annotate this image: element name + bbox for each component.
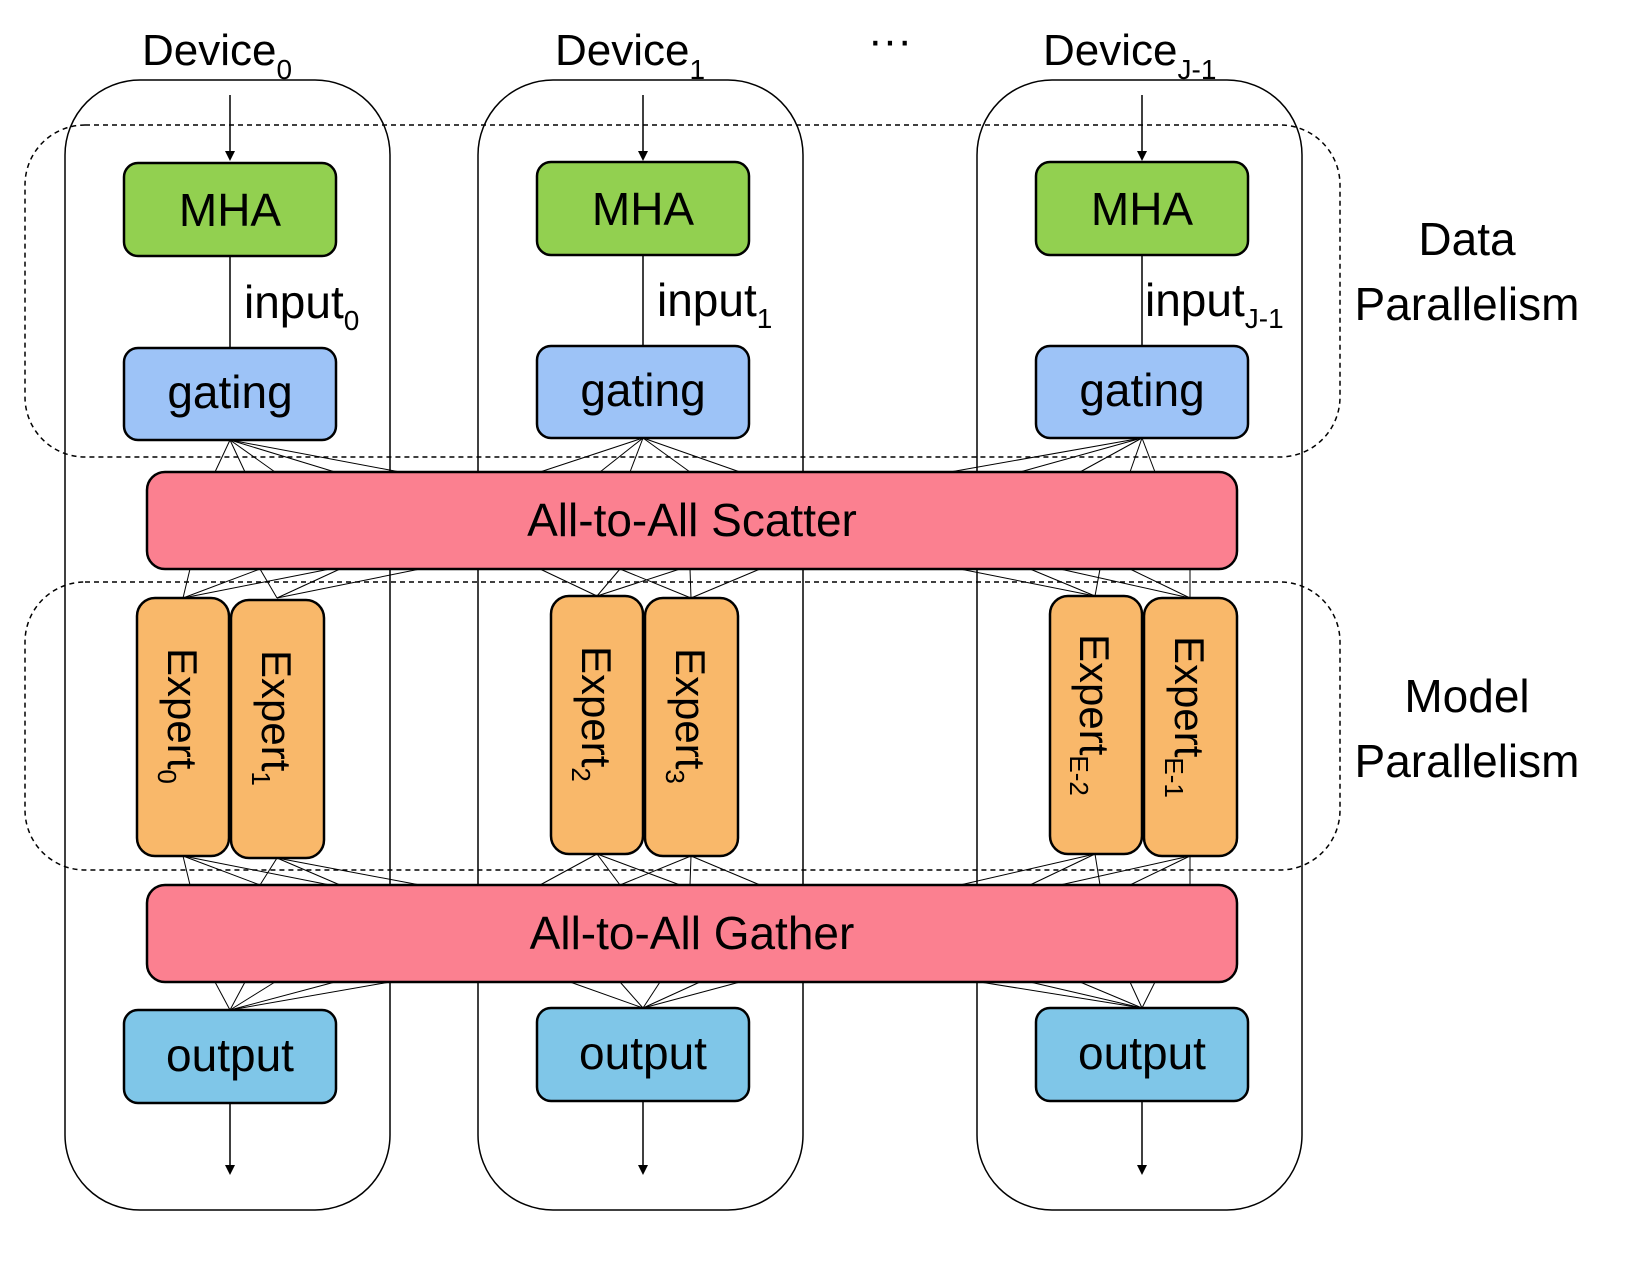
- device-0-title: Device0: [142, 26, 292, 85]
- gating-label-2: gating: [1079, 364, 1204, 416]
- data-parallelism-label-line2: Parallelism: [1355, 278, 1580, 330]
- data-parallelism-region: [24, 124, 1341, 458]
- mha-label-2: MHA: [1091, 183, 1194, 235]
- expert-to-gather-links: [182, 853, 1191, 886]
- ellipsis: ···: [868, 16, 912, 65]
- expert-label-2: Expert2: [566, 646, 620, 782]
- input-label-1: input1: [657, 274, 772, 334]
- model-parallelism-region: [24, 581, 1341, 871]
- mha-label-1: MHA: [592, 183, 695, 235]
- gather-label: All-to-All Gather: [530, 907, 855, 959]
- scatter-label: All-to-All Scatter: [527, 494, 857, 546]
- device-2-container: [976, 79, 1303, 1211]
- device-1-container: [477, 79, 804, 1211]
- device-2-title: DeviceJ-1: [1043, 26, 1216, 85]
- output-label-2: output: [1078, 1027, 1206, 1079]
- expert-label-1: Expert1: [246, 650, 300, 786]
- gating-label-0: gating: [167, 366, 292, 418]
- device-1-title: Device1: [555, 26, 705, 85]
- model-parallelism-label-line1: Model: [1404, 670, 1529, 722]
- scatter-to-expert-links: [182, 568, 1191, 599]
- gather-to-output-links: [214, 981, 1156, 1011]
- all-to-all-scatter-bar: [145, 470, 1239, 571]
- data-parallelism-label-line1: Data: [1418, 213, 1516, 265]
- gating-to-scatter-links: [214, 437, 1156, 473]
- all-to-all-gather-bar: [145, 883, 1239, 984]
- input-label-2: inputJ-1: [1145, 274, 1284, 334]
- input-label-0: input0: [244, 276, 359, 336]
- expert-label-0: Expert0: [152, 648, 206, 784]
- device-0-container: [64, 79, 391, 1211]
- output-label-0: output: [166, 1029, 294, 1081]
- expert-label-4: ExpertE-2: [1064, 634, 1118, 796]
- gating-label-1: gating: [580, 364, 705, 416]
- mha-label-0: MHA: [179, 184, 282, 236]
- expert-label-3: Expert3: [660, 648, 714, 784]
- model-parallelism-label-line2: Parallelism: [1355, 735, 1580, 787]
- expert-box-4: [1048, 594, 1144, 856]
- expert-label-5: ExpertE-1: [1159, 636, 1213, 798]
- output-label-1: output: [579, 1027, 707, 1079]
